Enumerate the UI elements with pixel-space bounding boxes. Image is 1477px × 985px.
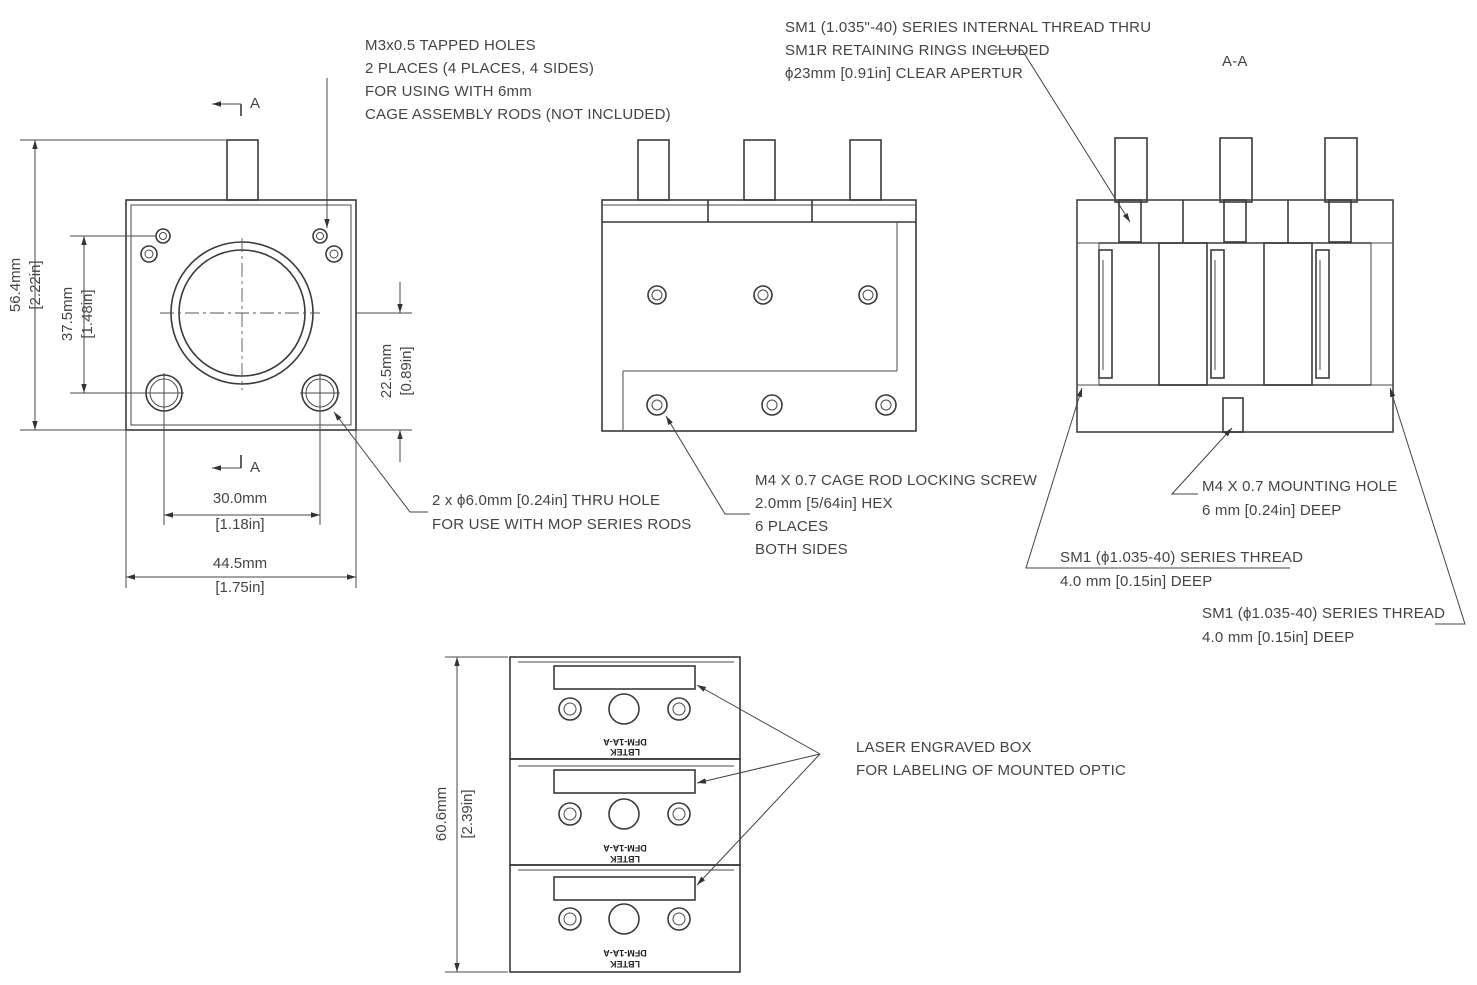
svg-text:6 PLACES: 6 PLACES xyxy=(755,518,828,535)
svg-text:2.0mm [5/64in] HEX: 2.0mm [5/64in] HEX xyxy=(755,495,893,512)
engraving-model-2: DFM-1A-A xyxy=(603,843,647,853)
svg-text:37.5mm: 37.5mm xyxy=(59,287,76,341)
dim-height-total: 56.4mm [2.22in] xyxy=(7,258,44,312)
note-internal-thread: SM1 (1.035"-40) SERIES INTERNAL THREAD T… xyxy=(785,19,1151,82)
svg-text:6 mm [0.24in] DEEP: 6 mm [0.24in] DEEP xyxy=(1202,502,1342,519)
svg-text:FOR USING WITH 6mm: FOR USING WITH 6mm xyxy=(365,83,532,100)
tapped-hole-right xyxy=(325,245,343,263)
engraved-box-2 xyxy=(553,769,696,794)
svg-text:[0.89in]: [0.89in] xyxy=(398,346,415,395)
section-marker-top: A xyxy=(250,95,260,112)
front-cage-rod xyxy=(226,139,259,201)
engraved-box-3 xyxy=(553,876,696,901)
section-view: A-A xyxy=(990,49,1466,625)
engraving-model-1: DFM-1A-A xyxy=(603,737,647,747)
note-tapped-holes: M3x0.5 TAPPED HOLES 2 PLACES (4 PLACES, … xyxy=(365,37,671,123)
dim-height-stack: 60.6mm [2.39in] xyxy=(433,787,476,841)
note-sm1-thread-left: SM1 (ϕ1.035-40) SERIES THREAD 4.0 mm [0.… xyxy=(1060,549,1303,590)
svg-text:2 x ϕ6.0mm [0.24in] THRU HOLE: 2 x ϕ6.0mm [0.24in] THRU HOLE xyxy=(432,492,660,509)
svg-text:22.5mm: 22.5mm xyxy=(378,344,395,398)
svg-text:BOTH SIDES: BOTH SIDES xyxy=(755,541,848,558)
dim-width-total: 44.5mm [1.75in] xyxy=(213,555,267,596)
svg-text:60.6mm: 60.6mm xyxy=(433,787,450,841)
note-sm1-thread-right: SM1 (ϕ1.035-40) SERIES THREAD 4.0 mm [0.… xyxy=(1202,605,1445,646)
note-locking-screw: M4 X 0.7 CAGE ROD LOCKING SCREW 2.0mm [5… xyxy=(755,472,1038,558)
tapped-hole-left xyxy=(140,245,158,263)
dim-height-holes: 37.5mm [1.48in] xyxy=(59,287,96,341)
locking-screw xyxy=(646,394,668,416)
tapped-hole-top-left xyxy=(155,228,171,244)
svg-text:CAGE ASSEMBLY RODS (NOT INCLUD: CAGE ASSEMBLY RODS (NOT INCLUDED) xyxy=(365,106,671,123)
svg-text:[2.22in]: [2.22in] xyxy=(27,260,44,309)
side-view xyxy=(601,139,917,515)
section-marker-bottom: A xyxy=(250,459,260,476)
section-view-title: A-A xyxy=(1222,53,1248,70)
svg-text:SM1 (ϕ1.035-40) SERIES THREAD: SM1 (ϕ1.035-40) SERIES THREAD xyxy=(1202,605,1445,622)
engraving-brand-3: LBTEK xyxy=(610,959,640,969)
side-rod-3 xyxy=(849,139,882,201)
module-1: DFM-1A-A LBTEK xyxy=(509,656,741,760)
engraving-brand-1: LBTEK xyxy=(610,747,640,757)
side-rod-2 xyxy=(743,139,776,201)
svg-text:44.5mm: 44.5mm xyxy=(213,555,267,572)
svg-text:SM1 (ϕ1.035-40) SERIES THREAD: SM1 (ϕ1.035-40) SERIES THREAD xyxy=(1060,549,1303,566)
engraving-brand-2: LBTEK xyxy=(610,854,640,864)
side-body-outline xyxy=(601,199,917,432)
dim-width-holes: 30.0mm [1.18in] xyxy=(213,490,267,533)
front-body-inner xyxy=(130,204,352,426)
engraving-model-3: DFM-1A-A xyxy=(603,948,647,958)
dim-height-center: 22.5mm [0.89in] xyxy=(378,344,415,398)
module-2: DFM-1A-A LBTEK xyxy=(509,758,741,866)
module-3: DFM-1A-A LBTEK xyxy=(509,864,741,973)
svg-text:ϕ23mm [0.91in] CLEAR APERTUR: ϕ23mm [0.91in] CLEAR APERTUR xyxy=(785,65,1023,82)
svg-text:[2.39in]: [2.39in] xyxy=(459,789,476,838)
svg-text:2 PLACES (4 PLACES, 4 SIDES): 2 PLACES (4 PLACES, 4 SIDES) xyxy=(365,60,594,77)
svg-text:[1.48in]: [1.48in] xyxy=(79,289,96,338)
side-rod-1 xyxy=(637,139,670,201)
svg-text:M4 X 0.7 CAGE ROD LOCKING SCRE: M4 X 0.7 CAGE ROD LOCKING SCREW xyxy=(755,472,1038,489)
svg-text:M4 X 0.7 MOUNTING HOLE: M4 X 0.7 MOUNTING HOLE xyxy=(1202,478,1397,495)
svg-text:FOR USE WITH MOP SERIES RODS: FOR USE WITH MOP SERIES RODS xyxy=(432,516,692,533)
svg-text:4.0 mm [0.15in] DEEP: 4.0 mm [0.15in] DEEP xyxy=(1202,629,1354,646)
bottom-view: DFM-1A-A LBTEK DFM-1A-A LBTEK DFM-1A-A L… xyxy=(445,656,821,973)
note-engraved-box: LASER ENGRAVED BOX FOR LABELING OF MOUNT… xyxy=(856,739,1126,779)
svg-text:[1.18in]: [1.18in] xyxy=(215,516,264,533)
svg-text:FOR LABELING OF MOUNTED OPTIC: FOR LABELING OF MOUNTED OPTIC xyxy=(856,762,1126,779)
svg-text:SM1R RETAINING RINGS INCLUDED: SM1R RETAINING RINGS INCLUDED xyxy=(785,42,1050,59)
svg-text:M3x0.5 TAPPED HOLES: M3x0.5 TAPPED HOLES xyxy=(365,37,536,54)
svg-text:[1.75in]: [1.75in] xyxy=(215,579,264,596)
tapped-hole-top-right xyxy=(312,228,328,244)
svg-text:56.4mm: 56.4mm xyxy=(7,258,24,312)
svg-text:SM1 (1.035"-40) SERIES INTERNA: SM1 (1.035"-40) SERIES INTERNAL THREAD T… xyxy=(785,19,1151,36)
front-view: A A xyxy=(20,78,428,588)
engraved-box-1 xyxy=(553,665,696,690)
svg-text:30.0mm: 30.0mm xyxy=(213,490,267,507)
svg-text:LASER ENGRAVED BOX: LASER ENGRAVED BOX xyxy=(856,739,1032,756)
note-mounting-hole: M4 X 0.7 MOUNTING HOLE 6 mm [0.24in] DEE… xyxy=(1202,478,1397,519)
front-body-outline xyxy=(125,199,357,431)
note-thru-hole: 2 x ϕ6.0mm [0.24in] THRU HOLE FOR USE WI… xyxy=(432,492,692,533)
svg-text:4.0 mm [0.15in] DEEP: 4.0 mm [0.15in] DEEP xyxy=(1060,573,1212,590)
